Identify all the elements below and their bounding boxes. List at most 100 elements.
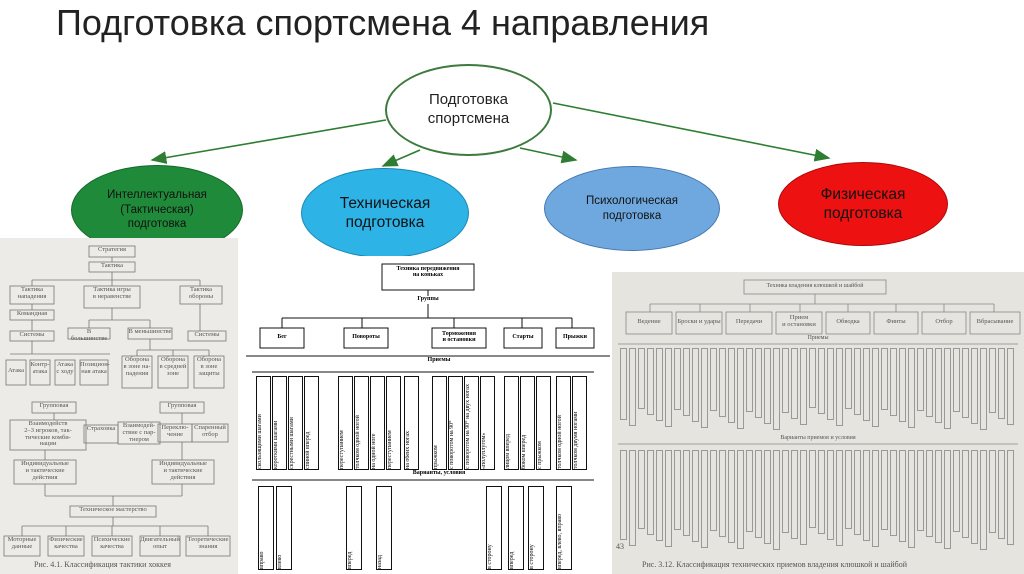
puck-technique-bar bbox=[962, 450, 969, 538]
skating-technique-box: переступанием bbox=[386, 376, 401, 470]
puck-technique-bar bbox=[629, 348, 636, 426]
puck-technique-bar bbox=[971, 348, 978, 424]
tactics-box: В большинстве bbox=[70, 328, 108, 342]
puck-technique-bar bbox=[926, 450, 933, 537]
tactics-box: Тактика обороны bbox=[188, 286, 214, 300]
tactics-box: Моторные данные bbox=[7, 536, 37, 550]
puck-technique-bar bbox=[827, 348, 834, 420]
puck-technique-bar bbox=[1007, 450, 1014, 545]
puck-technique-bar bbox=[665, 348, 672, 427]
puck-technique-bar bbox=[962, 348, 969, 418]
skating-techniques-label: Приемы bbox=[427, 357, 451, 363]
tactics-box: В меньшинстве bbox=[128, 328, 172, 335]
puck-technique-bar bbox=[926, 348, 933, 417]
puck-technique-bar bbox=[899, 450, 906, 542]
puck-technique-bar bbox=[674, 450, 681, 530]
puck-technique-bar bbox=[890, 348, 897, 416]
puck-technique-bar bbox=[854, 450, 861, 535]
puck-technique-bar bbox=[764, 450, 771, 544]
skating-variant-box: вправо bbox=[258, 486, 274, 570]
puck-technique-bar bbox=[989, 348, 996, 413]
group-stops: Торможения и остановки bbox=[442, 331, 476, 344]
puck-technique-bar bbox=[800, 348, 807, 425]
tactics-box: Переклю- чение bbox=[161, 424, 189, 438]
skating-variant-box: вперед bbox=[346, 486, 362, 570]
slide-title: Подготовка спортсмена 4 направления bbox=[56, 2, 710, 43]
branch-tactical: Интеллектуальная (Тактическая) подготовк… bbox=[71, 165, 243, 255]
group-dekes: Обводка bbox=[836, 318, 860, 325]
tactics-box: Контр- атака bbox=[30, 361, 50, 375]
arrow-to-technical bbox=[381, 149, 421, 167]
tactics-box: Индивидуальные и тактические действия bbox=[21, 460, 69, 481]
puck-technique-bar bbox=[998, 450, 1005, 539]
puck-technique-bar bbox=[1007, 348, 1014, 425]
puck-technique-bar bbox=[629, 450, 636, 546]
puck-technique-bar bbox=[683, 348, 690, 416]
skating-header: Техника передвижения на коньках bbox=[396, 266, 460, 279]
skating-technique-box: «полуплугом» bbox=[480, 376, 495, 470]
tactics-box: Групповая bbox=[39, 402, 69, 409]
puck-technique-bar bbox=[881, 348, 888, 410]
puck-techniques-label: Приемы bbox=[807, 335, 829, 341]
puck-technique-bar bbox=[845, 348, 852, 409]
puck-technique-bar bbox=[728, 348, 735, 423]
group-faceoff: Вбрасывание bbox=[976, 318, 1014, 325]
skating-technique-box: с прыжком bbox=[536, 376, 551, 470]
puck-technique-bar bbox=[791, 348, 798, 419]
puck-technique-bar bbox=[656, 348, 663, 421]
puck-technique-bar bbox=[719, 450, 726, 537]
puck-technique-bar bbox=[863, 450, 870, 541]
puck-technique-bar bbox=[692, 450, 699, 542]
skating-diagram-lines bbox=[246, 263, 610, 481]
puck-technique-bar bbox=[647, 450, 654, 535]
puck-technique-bar bbox=[845, 450, 852, 529]
skating-variant-box: вперед, влево, вправо bbox=[556, 486, 572, 570]
puck-technique-bar bbox=[863, 348, 870, 421]
puck-technique-bar bbox=[836, 450, 843, 546]
puck-technique-bar bbox=[944, 450, 951, 549]
group-receiving: Прием и остановки bbox=[782, 314, 816, 328]
group-jumps: Прыжки bbox=[563, 334, 587, 340]
tactics-box: Системы bbox=[194, 331, 220, 338]
puck-technique-bar bbox=[719, 348, 726, 417]
tactics-box: Оборона в средней зоне bbox=[159, 356, 187, 377]
arrow-to-psychological bbox=[519, 147, 578, 164]
puck-technique-bar bbox=[656, 450, 663, 541]
puck-technique-bar bbox=[872, 348, 879, 427]
puck-technique-bar bbox=[917, 348, 924, 411]
skating-technique-box: с поворотом на 90° на двух ногах bbox=[464, 376, 479, 470]
puck-technique-bar bbox=[791, 450, 798, 539]
puck-technique-bar bbox=[728, 450, 735, 543]
tactics-box: Двигательный опыт bbox=[140, 536, 180, 550]
puck-technique-bar bbox=[953, 348, 960, 412]
puck-diagram-lines bbox=[618, 279, 1021, 445]
puck-technique-bar bbox=[935, 348, 942, 423]
puck-technique-bar bbox=[701, 450, 708, 548]
puck-technique-bar bbox=[998, 348, 1005, 419]
tactics-caption: Рис. 4.1. Классификация тактики хоккея bbox=[34, 560, 171, 569]
puck-technique-bar bbox=[908, 348, 915, 428]
page-number: 43 bbox=[616, 542, 624, 551]
skating-technique-box: скользящими шагами bbox=[256, 376, 271, 470]
puck-technique-bar bbox=[755, 450, 762, 538]
skating-technique-box: толчком двумя ногами bbox=[572, 376, 587, 470]
puck-technique-bar bbox=[746, 450, 753, 532]
skating-technique-box: на одной ноге bbox=[370, 376, 385, 470]
skating-technique-box: с поворотом на 90° bbox=[448, 376, 463, 470]
tactics-box: Системы bbox=[19, 331, 45, 338]
group-checking: Отбор bbox=[935, 318, 953, 325]
skating-variant-box: в сторону bbox=[486, 486, 502, 570]
puck-technique-bar bbox=[836, 348, 843, 426]
group-passes: Передачи bbox=[735, 318, 763, 325]
puck-technique-bar bbox=[908, 450, 915, 548]
puck-technique-bar bbox=[737, 450, 744, 549]
skating-variant-box: в сторону bbox=[528, 486, 544, 570]
skating-technique-box: переступанием bbox=[338, 376, 353, 470]
puck-technique-bar bbox=[773, 450, 780, 550]
group-run: Бег bbox=[277, 334, 287, 340]
puck-technique-bar bbox=[944, 348, 951, 429]
skating-technique-box: короткими шагами bbox=[272, 376, 287, 470]
branch-psychological-label: Психологическая подготовка bbox=[585, 195, 679, 222]
tactics-box: Взаимодейств 2–3 игроков, так- тические … bbox=[24, 420, 72, 448]
